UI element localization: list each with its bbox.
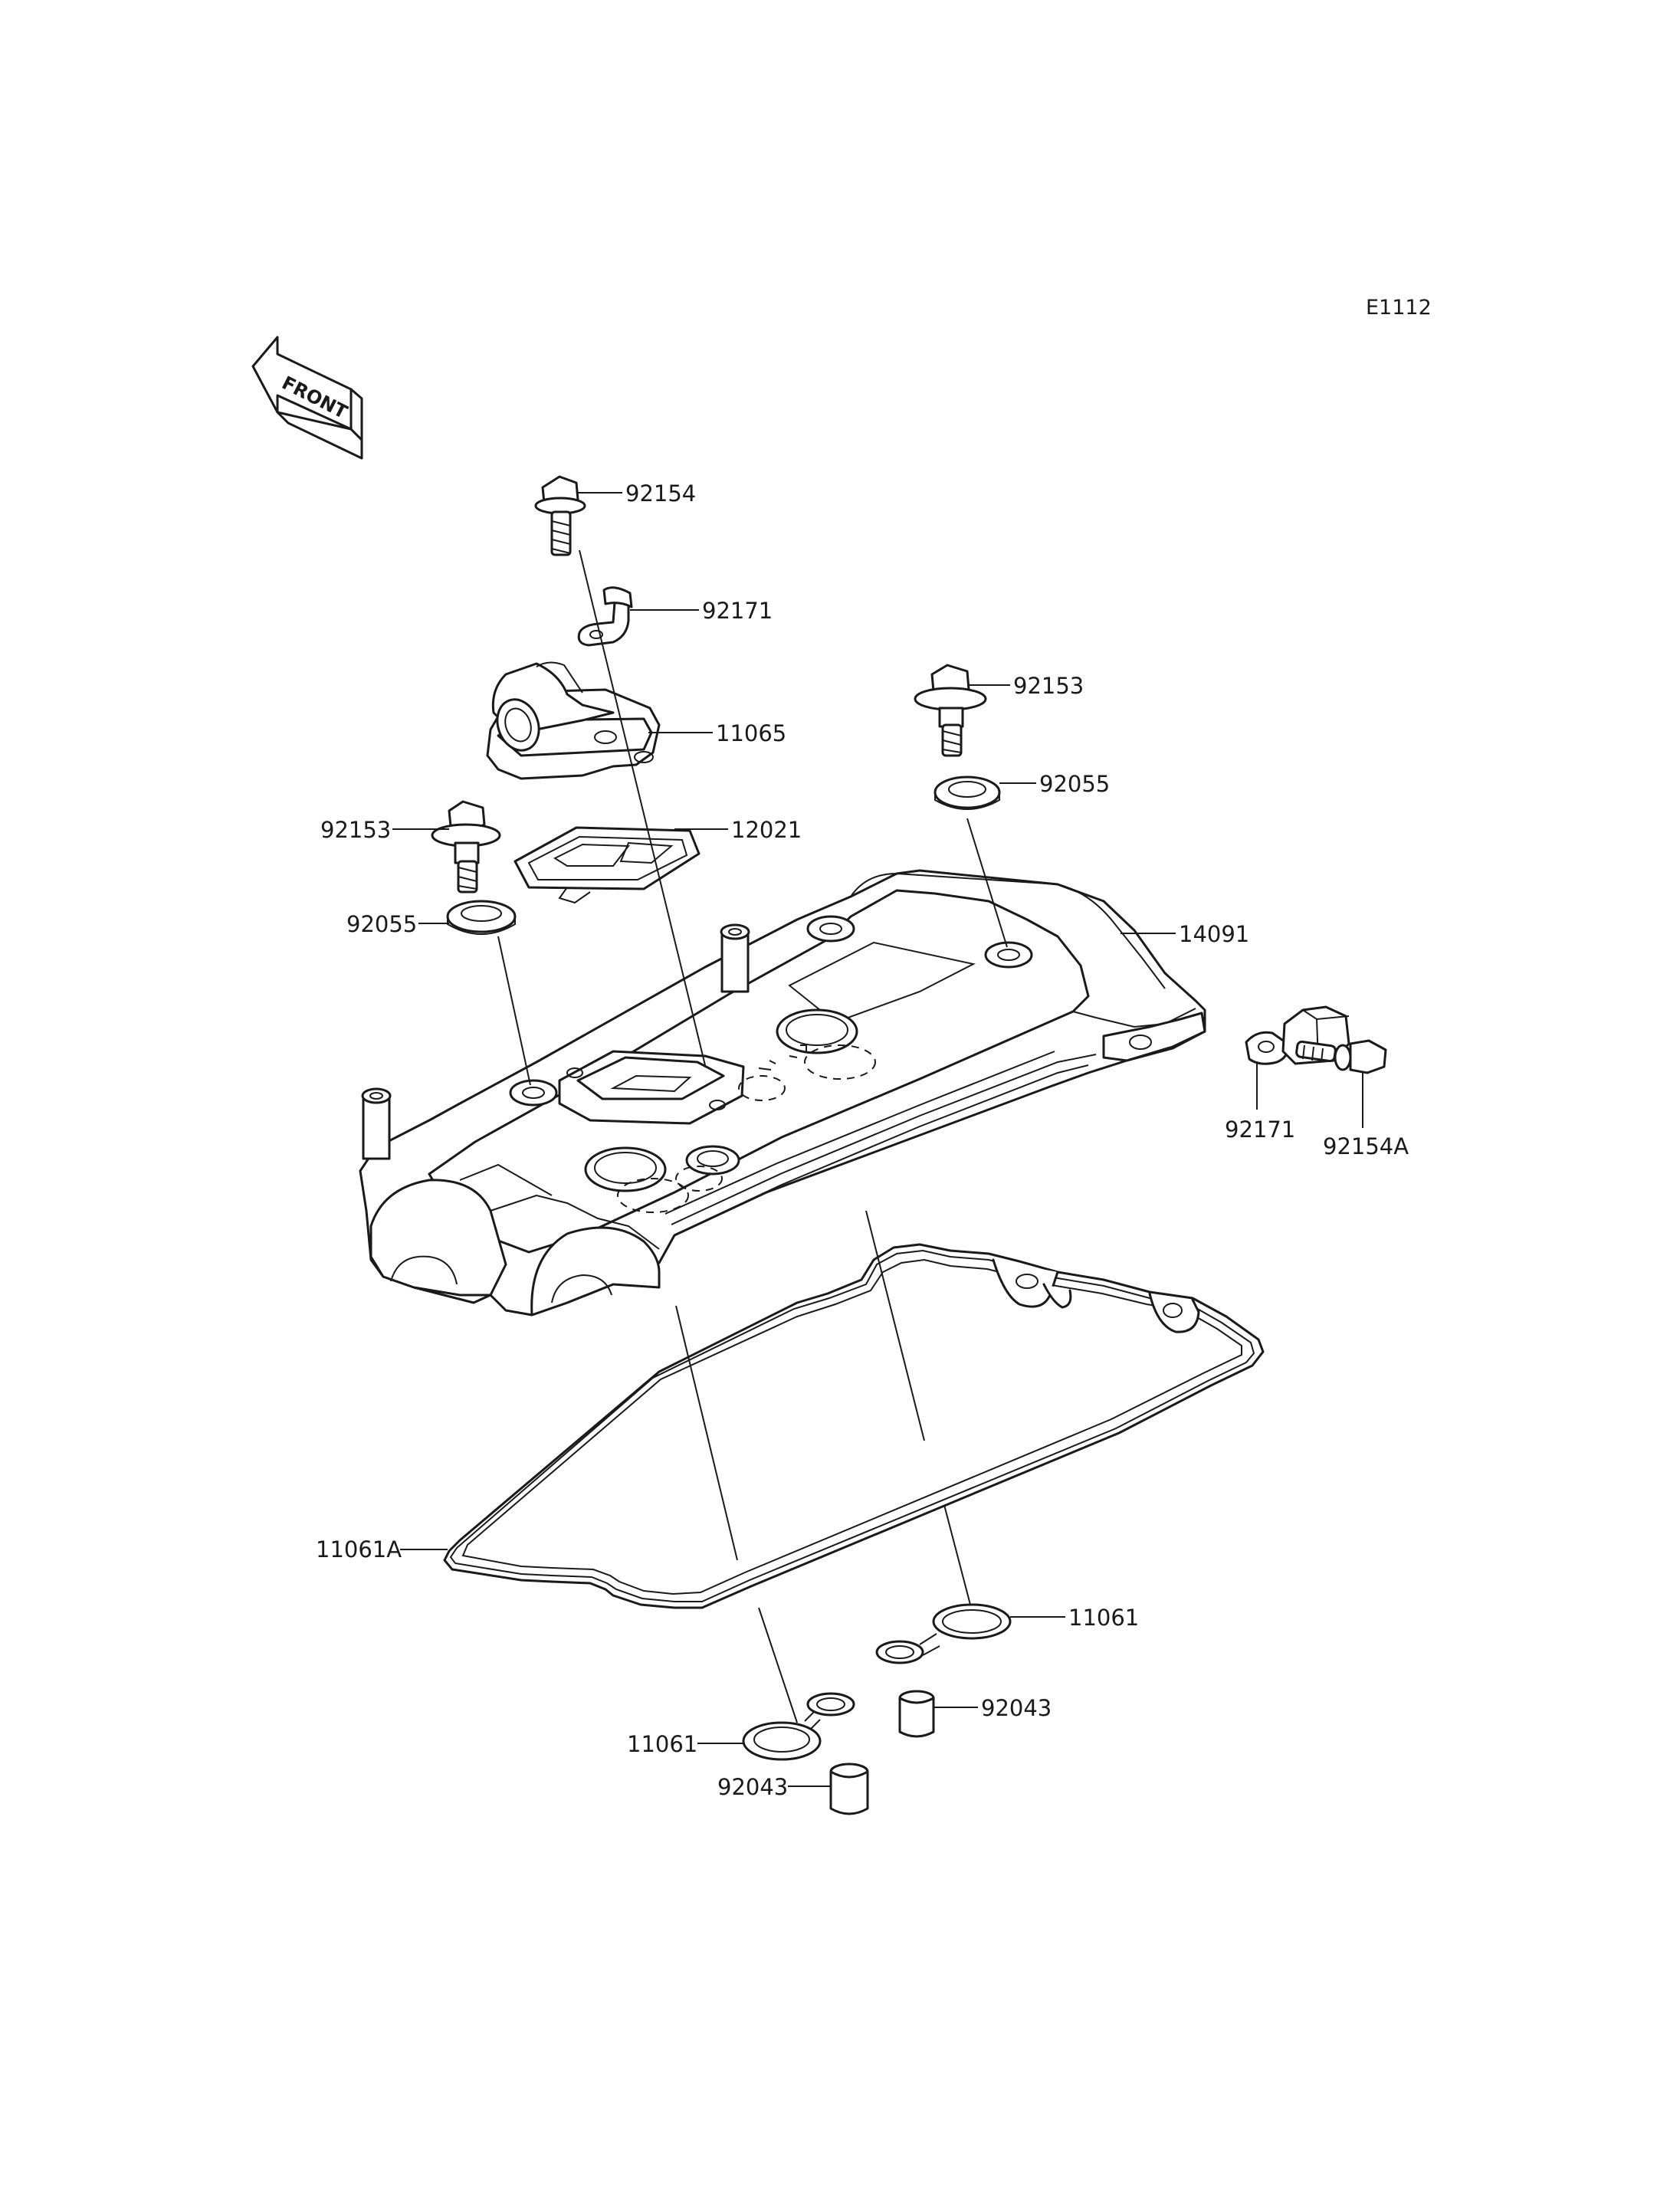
- callout-11061A: 11061A: [316, 1536, 448, 1562]
- diagram-code: E1112: [1366, 296, 1432, 320]
- part-label-92055-right[interactable]: 92055: [1039, 771, 1110, 797]
- callout-11061-left: 11061: [627, 1731, 743, 1757]
- callout-92171-right: 92171: [1225, 1064, 1295, 1143]
- callout-92043-right: 92043: [934, 1695, 1052, 1721]
- bolt-92153-left[interactable]: [431, 800, 501, 894]
- callout-92055-right: 92055: [999, 771, 1110, 797]
- callout-92154A: 92154A: [1323, 1073, 1409, 1159]
- callout-92043-left: 92043: [717, 1774, 831, 1800]
- part-label-92153-left[interactable]: 92153: [320, 817, 391, 843]
- callout-92153-right: 92153: [969, 673, 1084, 699]
- breather-cover-11065[interactable]: [486, 661, 661, 780]
- bolt-92153-right[interactable]: [914, 664, 987, 757]
- sleeve-92043-right[interactable]: [898, 1690, 935, 1738]
- sleeve-92043-left[interactable]: [829, 1763, 869, 1815]
- callout-92055-left: 92055: [346, 911, 449, 937]
- callout-14091: 14091: [1121, 921, 1249, 947]
- washer-92055-right[interactable]: [934, 776, 1001, 810]
- part-label-12021[interactable]: 12021: [731, 817, 802, 843]
- part-label-92153-right[interactable]: 92153: [1013, 673, 1084, 699]
- callout-11065: 11065: [648, 720, 786, 746]
- plug-hole-gasket-11061-left[interactable]: [742, 1692, 855, 1761]
- callout-92171-top: 92171: [630, 598, 773, 624]
- part-label-92171-top[interactable]: 92171: [702, 598, 773, 624]
- part-label-92154[interactable]: 92154: [625, 480, 696, 507]
- part-label-92154A[interactable]: 92154A: [1323, 1133, 1409, 1159]
- gasket-12021[interactable]: [514, 826, 701, 904]
- part-label-14091[interactable]: 14091: [1179, 921, 1249, 947]
- part-label-92171-right[interactable]: 92171: [1225, 1117, 1295, 1143]
- front-direction-arrow-icon: FRONT: [251, 336, 363, 460]
- callout-12021: 12021: [674, 817, 802, 843]
- callout-92153-left: 92153: [320, 817, 449, 843]
- callout-11061-right: 11061: [1010, 1605, 1139, 1631]
- cylinder-head-cover-14091[interactable]: [359, 869, 1206, 1317]
- part-label-92055-left[interactable]: 92055: [346, 911, 417, 937]
- part-label-92043-left[interactable]: 92043: [717, 1774, 788, 1800]
- washer-92055-left[interactable]: [446, 900, 517, 935]
- part-label-11061-right[interactable]: 11061: [1068, 1605, 1139, 1631]
- bracket-92171-top[interactable]: [577, 586, 633, 647]
- head-cover-gasket-11061A[interactable]: [443, 1243, 1265, 1609]
- plug-hole-gasket-11061-right[interactable]: [875, 1603, 1012, 1664]
- part-label-11065[interactable]: 11065: [716, 720, 786, 746]
- part-label-92043-right[interactable]: 92043: [981, 1695, 1052, 1721]
- bolt-92154[interactable]: [534, 475, 586, 556]
- part-label-11061-left[interactable]: 11061: [627, 1731, 697, 1757]
- alignment-lines: [497, 549, 1008, 1723]
- bolt-92154A[interactable]: [1295, 1039, 1387, 1074]
- callout-92154: 92154: [578, 480, 696, 507]
- part-label-11061A[interactable]: 11061A: [316, 1536, 402, 1562]
